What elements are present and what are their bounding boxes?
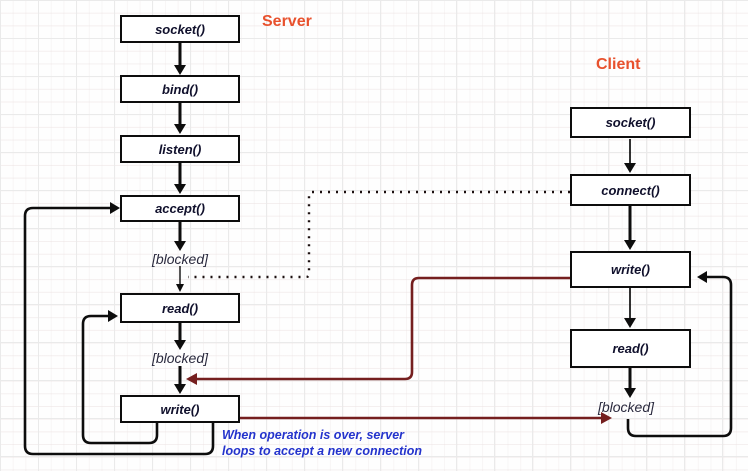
arrow-server-blocked-to-write xyxy=(174,366,186,394)
server-write-box: write() xyxy=(120,395,240,423)
server-accept-loop-arrow xyxy=(23,202,215,456)
loop-annotation-line1: When operation is over, server xyxy=(222,428,405,442)
server-section-label: Server xyxy=(262,13,312,30)
client-write-box: write() xyxy=(570,251,691,288)
server-read-box: read() xyxy=(120,293,240,323)
loop-annotation: When operation is over, server loops to … xyxy=(222,427,422,459)
server-listen-box: listen() xyxy=(120,135,240,163)
arrow-server-read-to-blocked xyxy=(174,323,186,350)
server-to-client-data-arrow xyxy=(240,412,612,424)
arrow-server-bind-to-listen xyxy=(174,103,186,134)
client-to-server-data-arrow xyxy=(186,276,570,385)
arrow-client-read-to-blocked xyxy=(624,368,636,398)
client-read-box: read() xyxy=(570,329,691,368)
server-blocked-label-2: [blocked] xyxy=(151,350,209,366)
arrow-server-accept-to-blocked xyxy=(174,222,186,251)
server-read-loop-arrow xyxy=(81,310,159,445)
client-blocked-label: [blocked] xyxy=(597,399,655,415)
loop-annotation-line2: loops to accept a new connection xyxy=(222,444,423,458)
arrow-client-socket-to-connect xyxy=(624,139,636,173)
client-socket-box: socket() xyxy=(570,107,691,138)
dotted-connection-establishment-line xyxy=(188,190,570,279)
server-blocked-label-1: [blocked] xyxy=(151,251,209,267)
server-accept-box: accept() xyxy=(120,195,240,222)
client-connect-box: connect() xyxy=(570,174,691,206)
arrow-server-blocked-to-read xyxy=(176,266,184,292)
arrow-client-write-to-read xyxy=(624,288,636,328)
client-write-loop-arrow xyxy=(626,271,733,438)
client-section-label: Client xyxy=(596,56,641,73)
arrow-server-listen-to-accept xyxy=(174,163,186,194)
server-socket-box: socket() xyxy=(120,15,240,43)
server-bind-box: bind() xyxy=(120,75,240,103)
arrow-server-socket-to-bind xyxy=(174,43,186,75)
arrow-client-connect-to-write xyxy=(624,206,636,250)
